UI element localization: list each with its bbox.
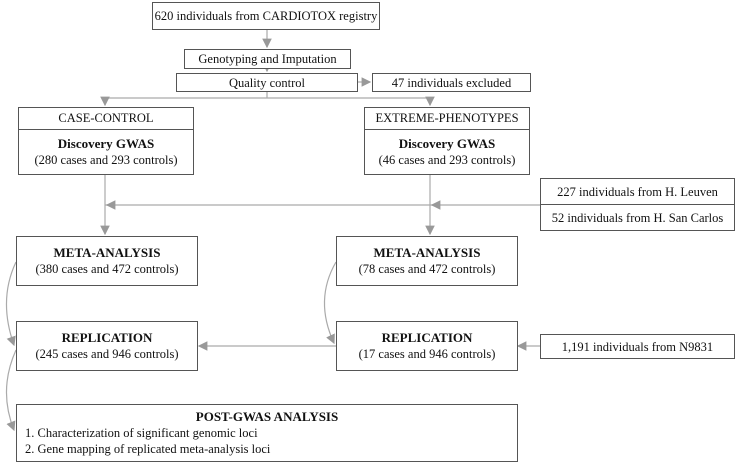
case-control-header-text: CASE-CONTROL — [58, 111, 154, 125]
quality-control-text: Quality control — [228, 75, 306, 90]
n9831-box: 1,191 individuals from N9831 — [540, 334, 735, 359]
meta-right-detail: (78 cases and 472 controls) — [358, 262, 496, 276]
replication-right-box: REPLICATION (17 cases and 946 controls) — [336, 321, 518, 371]
post-gwas-box: POST-GWAS ANALYSIS 1. Characterization o… — [16, 404, 518, 462]
replication-left-detail: (245 cases and 946 controls) — [35, 347, 179, 361]
post-gwas-item-1: 1. Characterization of significant genom… — [25, 426, 258, 440]
meta-analysis-right-box: META-ANALYSIS (78 cases and 472 controls… — [336, 236, 518, 286]
case-control-discovery-title: Discovery GWAS — [57, 136, 155, 151]
meta-left-title: META-ANALYSIS — [53, 245, 161, 260]
extreme-discovery-box: Discovery GWAS (46 cases and 293 control… — [364, 129, 530, 175]
arrow-meta-rep-left — [5, 261, 17, 347]
extreme-phenotypes-header-text: EXTREME-PHENOTYPES — [375, 111, 519, 125]
extreme-discovery-title: Discovery GWAS — [398, 136, 496, 151]
arrow-meta-rep-right — [323, 261, 337, 345]
meta-left-detail: (380 cases and 472 controls) — [35, 262, 179, 276]
extreme-discovery-detail: (46 cases and 293 controls) — [378, 153, 516, 167]
san-carlos-text: 52 individuals from H. San Carlos — [551, 210, 724, 225]
excluded-box: 47 individuals excluded — [372, 73, 531, 92]
meta-right-title: META-ANALYSIS — [373, 245, 481, 260]
arrow-rep-post — [5, 349, 17, 432]
replication-right-title: REPLICATION — [381, 330, 473, 345]
genotyping-box: Genotyping and Imputation — [184, 49, 351, 69]
case-control-header: CASE-CONTROL — [18, 107, 194, 129]
meta-analysis-left-box: META-ANALYSIS (380 cases and 472 control… — [16, 236, 198, 286]
registry-box: 620 individuals from CARDIOTOX registry — [152, 2, 380, 30]
extreme-phenotypes-header: EXTREME-PHENOTYPES — [364, 107, 530, 129]
san-carlos-box: 52 individuals from H. San Carlos — [540, 204, 735, 231]
case-control-discovery-detail: (280 cases and 293 controls) — [34, 153, 178, 167]
replication-left-title: REPLICATION — [61, 330, 153, 345]
case-control-discovery-box: Discovery GWAS (280 cases and 293 contro… — [18, 129, 194, 175]
leuven-box: 227 individuals from H. Leuven — [540, 178, 735, 205]
quality-control-box: Quality control — [176, 73, 358, 92]
excluded-text: 47 individuals excluded — [391, 75, 512, 90]
post-gwas-title: POST-GWAS ANALYSIS — [195, 409, 339, 424]
leuven-text: 227 individuals from H. Leuven — [557, 184, 718, 199]
replication-right-detail: (17 cases and 946 controls) — [358, 347, 496, 361]
n9831-text: 1,191 individuals from N9831 — [561, 339, 714, 354]
registry-text: 620 individuals from CARDIOTOX registry — [154, 9, 378, 23]
replication-left-box: REPLICATION (245 cases and 946 controls) — [16, 321, 198, 371]
genotyping-text: Genotyping and Imputation — [198, 52, 337, 66]
post-gwas-item-2: 2. Gene mapping of replicated meta-analy… — [25, 442, 271, 456]
